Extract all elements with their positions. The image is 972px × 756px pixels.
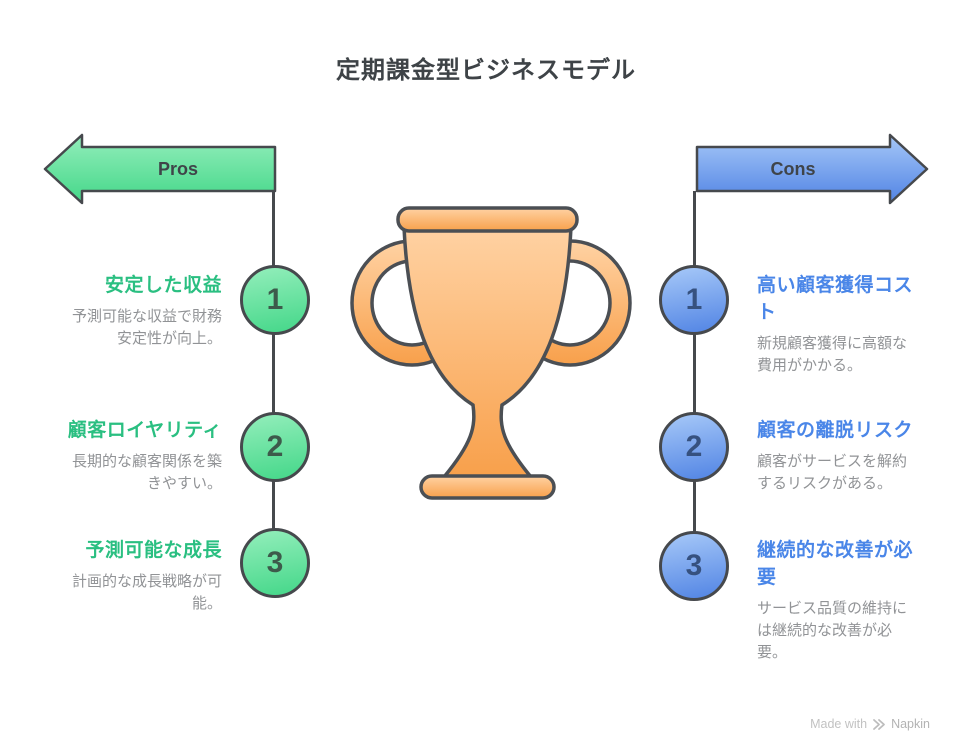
pros-item-description: 予測可能な収益で財務安定性が向上。 — [71, 308, 222, 347]
trophy-lip — [396, 206, 579, 233]
pros-item-heading: 安定した収益 — [104, 275, 222, 296]
cons-item-description: 顧客がサービスを解約するリスクがある。 — [757, 453, 908, 492]
pros-arrow: Pros — [43, 133, 277, 205]
pros-item-heading: 顧客ロイヤリティ — [67, 420, 222, 441]
pros-step-badge-1: 1 — [240, 265, 310, 335]
cons-item-2: 顧客の離脱リスク 顧客がサービスを解約するリスクがある。 — [757, 417, 921, 495]
cons-item-heading: 継続的な改善が必要 — [757, 540, 914, 588]
cons-item-heading: 顧客の離脱リスク — [757, 420, 914, 441]
pros-item-2: 顧客ロイヤリティ 長期的な顧客関係を築きやすい。 — [44, 417, 222, 495]
pros-item-description: 計画的な成長戦略が可能。 — [71, 573, 222, 612]
cons-step-number: 3 — [685, 549, 703, 582]
cons-step-badge-2: 2 — [659, 412, 729, 482]
cons-item-description: 新規顧客獲得に高額な費用がかかる。 — [757, 335, 908, 374]
pros-item-heading: 予測可能な成長 — [85, 540, 222, 561]
cons-step-number: 1 — [685, 283, 703, 316]
napkin-watermark[interactable]: Made with Napkin — [810, 717, 930, 731]
cons-step-number: 2 — [685, 430, 703, 463]
page-title: 定期課金型ビジネスモデル — [336, 57, 636, 84]
watermark-prefix: Made with — [810, 717, 868, 731]
trophy-icon — [350, 206, 632, 500]
pros-connector-line — [272, 191, 275, 563]
cons-item-description: サービス品質の維持には継続的な改善が必要。 — [757, 600, 908, 661]
cons-arrow-shape — [695, 133, 929, 205]
cons-label: Cons — [771, 159, 816, 179]
pros-item-description: 長期的な顧客関係を築きやすい。 — [71, 453, 222, 492]
cons-item-1: 高い顧客獲得コスト 新規顧客獲得に高額な費用がかかる。 — [757, 272, 921, 377]
trophy-base — [419, 474, 556, 500]
watermark-brand: Napkin — [891, 717, 930, 731]
cons-step-badge-3: 3 — [659, 531, 729, 601]
pros-item-1: 安定した収益 予測可能な収益で財務安定性が向上。 — [44, 272, 222, 350]
napkin-logo-icon — [873, 718, 885, 730]
cons-arrow: Cons — [695, 133, 929, 205]
cons-connector-line — [693, 191, 696, 566]
cons-item-3: 継続的な改善が必要 サービス品質の維持には継続的な改善が必要。 — [757, 537, 921, 664]
pros-step-badge-3: 3 — [240, 528, 310, 598]
pros-step-number: 2 — [266, 430, 284, 463]
pros-arrow-shape — [43, 133, 277, 205]
pros-item-3: 予測可能な成長 計画的な成長戦略が可能。 — [44, 537, 222, 615]
pros-step-number: 1 — [266, 283, 284, 316]
trophy-cup — [402, 225, 573, 479]
pros-label: Pros — [158, 159, 198, 179]
cons-item-heading: 高い顧客獲得コスト — [757, 275, 914, 323]
pros-step-number: 3 — [266, 546, 284, 579]
cons-step-badge-1: 1 — [659, 265, 729, 335]
pros-step-badge-2: 2 — [240, 412, 310, 482]
